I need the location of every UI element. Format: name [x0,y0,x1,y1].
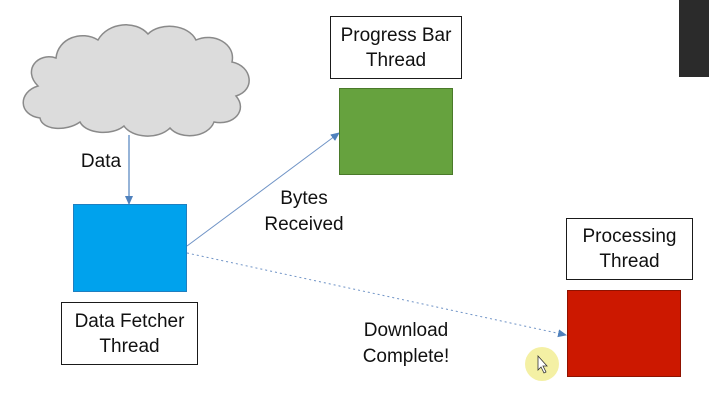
download-complete-line2: Complete! [362,346,450,367]
data-fetcher-label-box: Data Fetcher Thread [61,302,198,365]
mouse-pointer-icon [525,347,559,381]
data-fetcher-line2: Thread [99,335,160,357]
bytes-received-arrow [186,132,340,247]
processing-label-box: Processing Thread [566,218,693,280]
download-complete-line1: Download [363,320,449,341]
progress-bar-line2: Thread [365,49,427,71]
cloud-icon [22,24,250,137]
progress-bar-line1: Progress Bar [340,24,452,46]
bytes-received-line2: Received [264,214,344,235]
bytes-received-label: Bytes Received [248,186,360,238]
download-complete-label: Download Complete! [346,318,466,370]
processing-block [567,290,681,377]
cloud-data-text: Data [80,151,122,172]
data-fetcher-block [73,204,187,292]
progress-bar-label-box: Progress Bar Thread [330,16,462,79]
bytes-received-line1: Bytes [280,188,328,209]
window-corner-tab [679,0,709,77]
processing-line2: Thread [599,251,660,272]
progress-bar-block [339,88,453,175]
data-fetcher-line1: Data Fetcher [74,310,185,332]
processing-line1: Processing [582,226,677,247]
cloud-data-label: Data [66,149,136,175]
